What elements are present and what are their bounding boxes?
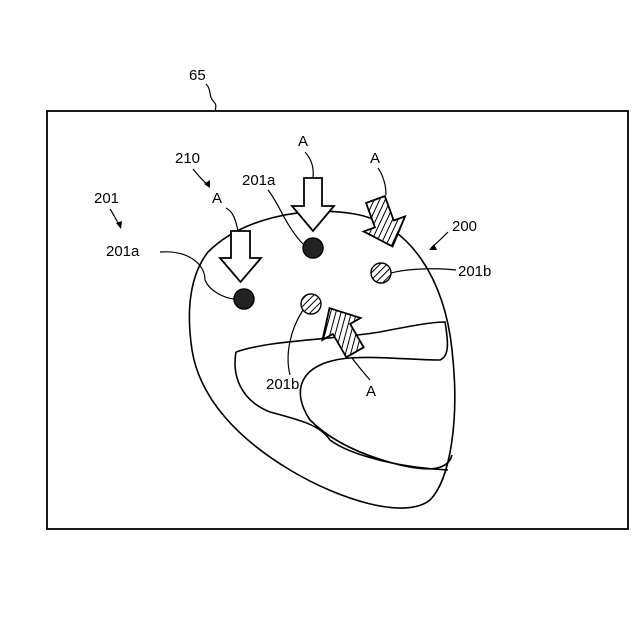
label-201a-top: 201a — [242, 172, 276, 189]
label-210: 210 — [175, 150, 200, 167]
label-201a-left: 201a — [106, 243, 140, 260]
label-200: 200 — [452, 218, 477, 235]
arrow-right — [355, 192, 413, 254]
label-201-arrowhead — [116, 221, 122, 229]
arrow-top-label: A — [298, 133, 308, 150]
arrow-right-leader — [378, 168, 386, 195]
arrow-left-shape — [220, 231, 261, 282]
sensor-b-bottom — [301, 294, 321, 314]
arrow-left-label: A — [212, 190, 222, 207]
arrow-left-leader — [226, 208, 238, 231]
arrow-top-leader — [305, 152, 313, 178]
leader-201b-bottom — [288, 310, 303, 375]
sensor-b-right — [371, 263, 391, 283]
arrow-right-shape — [355, 192, 413, 254]
arrow-bottom-label: A — [366, 383, 376, 400]
arrow-top-shape — [292, 178, 334, 231]
frame-label: 65 — [189, 67, 206, 84]
arrow-left — [220, 231, 261, 282]
label-201b-right: 201b — [458, 263, 491, 280]
arrow-bottom-leader — [352, 358, 370, 380]
label-201b-bottom: 201b — [266, 376, 299, 393]
arrow-top — [292, 178, 334, 231]
label-200-arrowhead — [429, 244, 437, 250]
sensor-a-top — [303, 238, 323, 258]
label-210-arrowhead — [204, 180, 210, 188]
label-210-arrow — [193, 169, 208, 185]
helmet — [189, 211, 454, 508]
label-201: 201 — [94, 190, 119, 207]
arrow-right-label: A — [370, 150, 380, 167]
leader-201b-right — [391, 269, 456, 273]
sensor-a-left — [234, 289, 254, 309]
frame-leader — [206, 84, 216, 111]
